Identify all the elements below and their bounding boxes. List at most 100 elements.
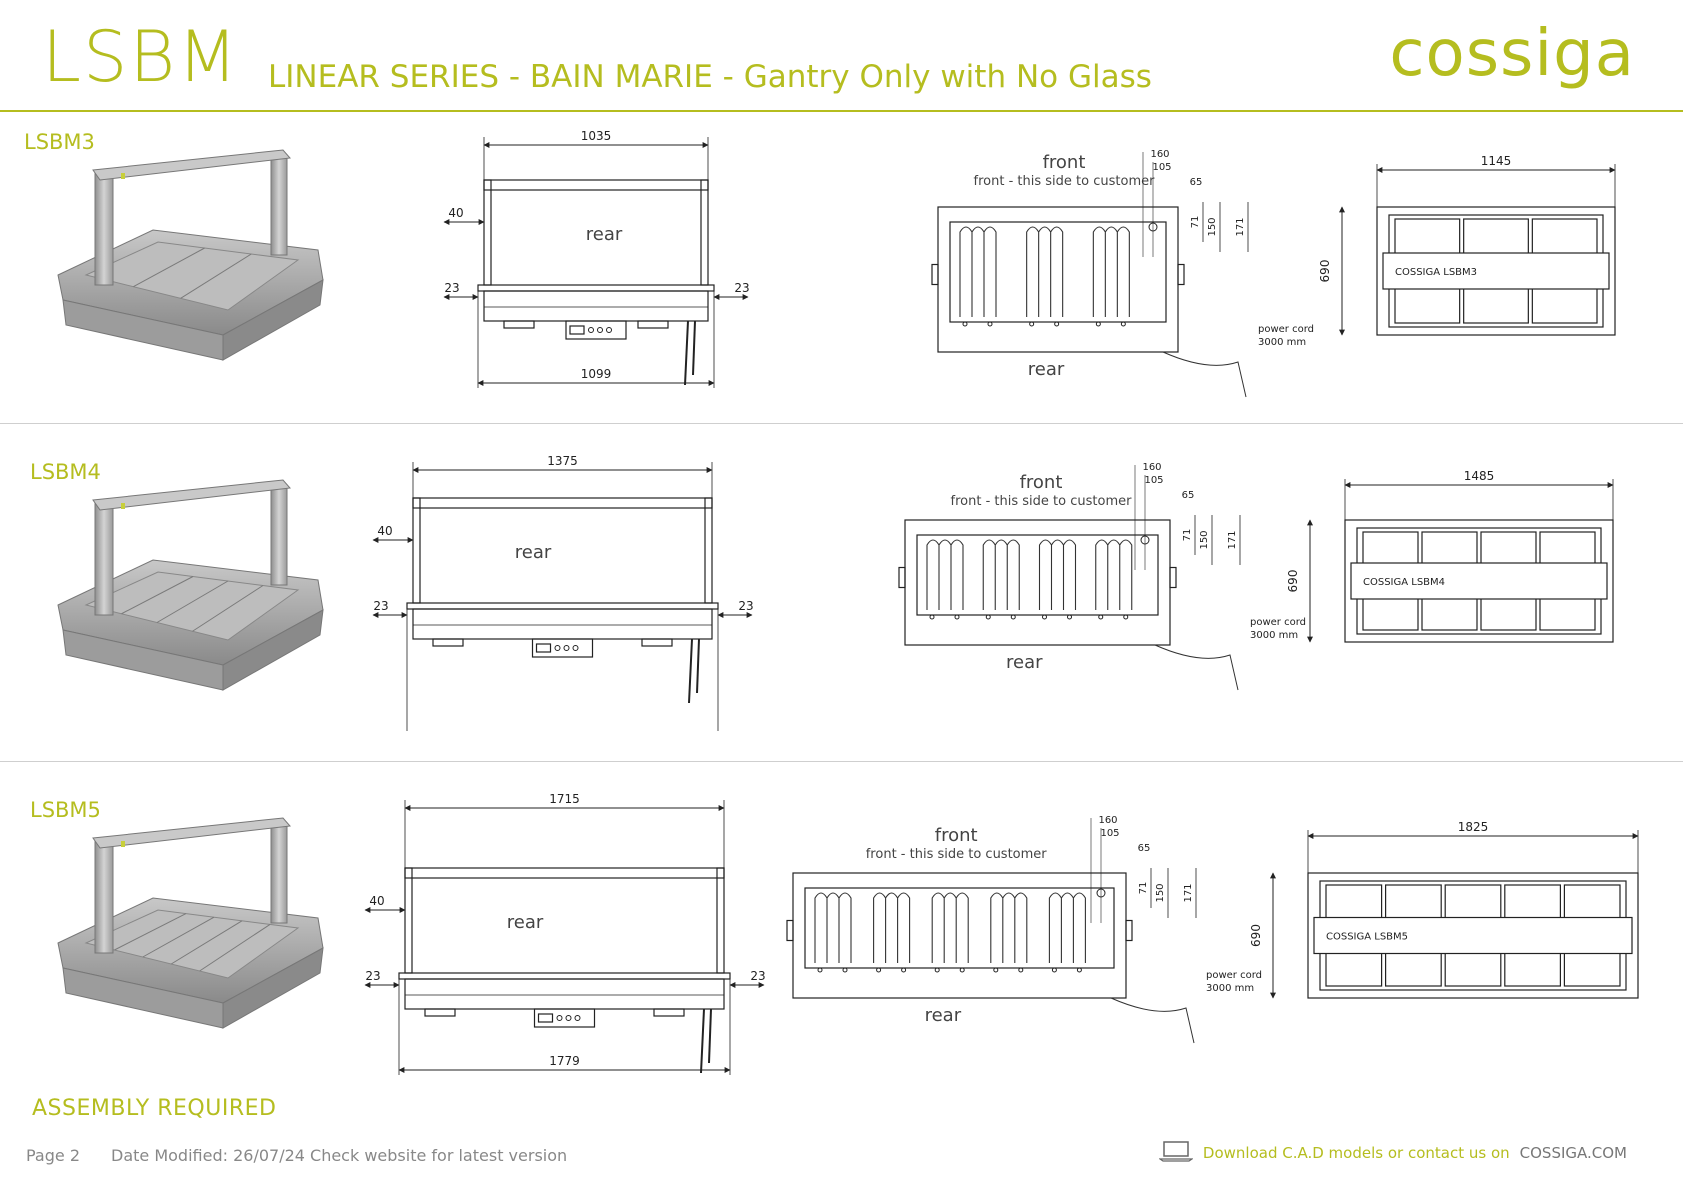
terminal [987,321,993,327]
side-bracket [1169,566,1177,589]
drain-outlet [1140,535,1150,545]
foot [424,1008,456,1017]
terminal [959,967,965,973]
gantry-bar [412,497,713,509]
dimension-label: 40 [448,206,463,220]
heating-element [1095,539,1133,610]
foot [637,320,669,329]
well-divider [170,920,243,965]
indicator-light [121,841,125,847]
foot [653,1008,685,1017]
control-knob [588,327,594,333]
power-cord-line [1110,997,1195,1044]
well-divider [142,916,215,958]
top-outline [1307,872,1639,999]
rear-label: rear [925,1005,962,1026]
terminal [1067,614,1072,620]
terminal [1029,321,1035,327]
top-outline [1344,519,1614,643]
drain-outlet [1148,222,1158,232]
gantry-post [412,497,421,604]
front-label: front [1020,472,1063,493]
heating-element [1026,226,1064,317]
gantry-post [270,822,288,924]
heating-element [1038,539,1077,610]
page-number: Page 2 [26,1146,80,1165]
gantry-bar [483,179,709,191]
dimension-label: 65 [1138,843,1151,854]
drain-outlet [1096,888,1106,898]
dimension-label: 171 [1235,217,1246,236]
terminal [1051,967,1057,973]
section-divider [0,423,1683,424]
assembly-note: ASSEMBLY REQUIRED [32,1096,277,1121]
control-knob [563,645,570,651]
dimension-label: 150 [1207,217,1218,236]
control-knob [565,1015,572,1021]
series-label: LINEAR SERIES - [268,59,530,95]
heating-element [1048,892,1086,963]
dimension-label: 150 [1155,883,1166,902]
name-plate [1382,252,1610,290]
dimension-label: 160 [1142,462,1161,473]
heating-element [990,892,1028,963]
gantry-post [716,867,725,974]
dimension-label: 40 [369,894,384,908]
power-cable [700,1008,705,1074]
well-divider [133,247,205,288]
dimension-label: 1779 [549,1054,580,1068]
website-link[interactable]: COSSIGA.COM [1519,1144,1627,1162]
dimension-label: 65 [1182,490,1195,501]
footer-download[interactable]: Download C.A.D models or contact us on C… [1157,1140,1627,1166]
gantry-bar [404,867,725,879]
front-note: front - this side to customer [951,494,1133,509]
side-bracket [786,919,794,942]
well-area [84,571,300,641]
variant-label: - Gantry Only with No Glass [712,59,1152,95]
terminal [934,967,940,973]
terminal [901,967,907,973]
power-cord-label: power cord [1250,617,1306,628]
counter-top [477,284,715,292]
terminal [876,967,882,973]
dimension-label: 23 [365,969,380,983]
dimension-label: 690 [1286,570,1300,593]
terminal [1018,967,1024,973]
well-divider [156,580,229,623]
heating-element [1092,226,1130,317]
dimension-label: 171 [1183,883,1194,902]
control-knob [574,1015,581,1021]
terminal [1076,967,1082,973]
terminal [1042,614,1047,620]
control-knob [606,327,612,333]
terminal [985,614,991,620]
rear-label: rear [1006,652,1043,673]
power-cable [684,320,689,386]
gantry-post [94,837,114,954]
rear-label: rear [1028,359,1065,380]
gantry-post [270,154,288,256]
heating-element [926,539,964,610]
dimension-label: 105 [1144,475,1163,486]
front-label: front [935,825,978,846]
power-cord-label: power cord [1258,324,1314,335]
cord-length-label: 3000 mm [1206,983,1254,994]
gantry-post [94,499,114,616]
heating-element [982,539,1020,610]
counter-top [398,972,731,980]
terminal [1010,614,1016,620]
control-box [531,638,594,658]
name-plate-text: COSSIGA LSBM5 [1326,932,1408,943]
control-box [533,1008,596,1028]
product-image [57,817,324,1029]
counter-body [483,290,709,322]
dimension-label: 23 [734,281,749,295]
well-divider [180,253,252,299]
